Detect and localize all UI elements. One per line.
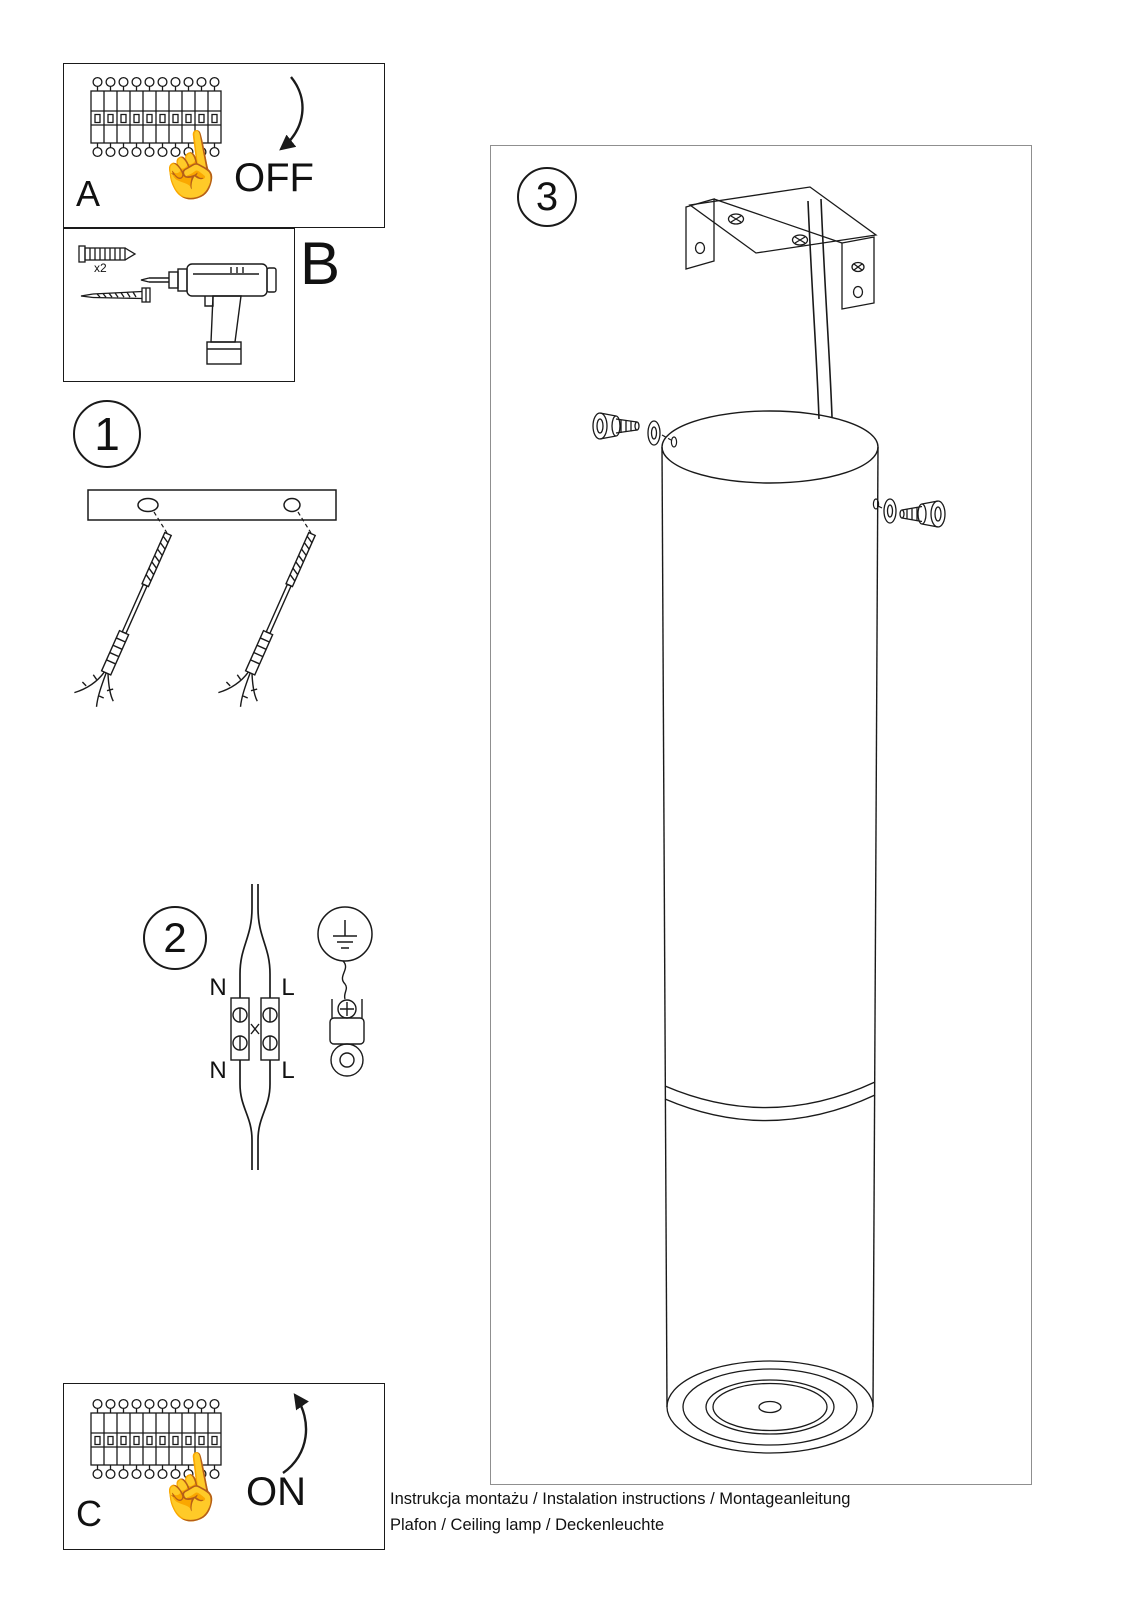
step-3-drawing <box>592 186 946 1454</box>
footer-line-1: Instrukcja montażu / Instalation instruc… <box>390 1490 851 1508</box>
step-c-drawing <box>90 1393 309 1480</box>
step-3-panel <box>490 145 1032 1485</box>
step-3-number: 3 <box>535 174 559 219</box>
mounting-screw-left-icon <box>592 412 640 440</box>
ground-clamp-illustration <box>329 960 365 1077</box>
step-2-drawing: N L N L <box>209 884 373 1170</box>
wall-anchor-icon <box>216 524 330 713</box>
screw-guide-line <box>661 434 672 441</box>
rotate-on-arrow-icon <box>282 1393 309 1474</box>
switch-off-label: OFF <box>234 156 314 200</box>
footer-line-2: Plafon / Ceiling lamp / Deckenleuchte <box>390 1516 665 1535</box>
step-1-drawing <box>72 489 337 713</box>
step-a-label: A <box>76 173 101 214</box>
anchor-quantity-label: x2 <box>94 261 107 275</box>
wall-anchor-icon <box>72 524 186 713</box>
switch-on-label: ON <box>246 1470 306 1514</box>
rotate-off-arrow-icon <box>279 76 304 151</box>
lamp-bottom-illustration <box>666 1360 874 1454</box>
drill-icon <box>140 263 277 365</box>
lamp-tube-illustration <box>661 410 879 1408</box>
step-3-badge: 3 <box>517 167 577 227</box>
pointing-hand-icon: ☝ <box>146 125 235 208</box>
step-1-number: 1 <box>94 408 120 460</box>
step-b-drawing <box>78 245 277 365</box>
terminal-label-l-top: L <box>281 974 294 1001</box>
terminal-label-n-top: N <box>209 974 226 1001</box>
terminal-block-illustration <box>230 997 280 1061</box>
step-2-badge: 2 <box>143 906 207 970</box>
footer: Instrukcja montażu / Instalation instruc… <box>390 1486 850 1539</box>
step-b-box <box>63 228 295 382</box>
step-b-label: B <box>300 230 341 297</box>
terminal-label-l-bottom: L <box>281 1057 294 1084</box>
power-cable-illustration <box>807 198 833 420</box>
terminal-label-n-bottom: N <box>209 1057 226 1084</box>
step-1-badge: 1 <box>73 400 141 468</box>
mounting-screw-right-icon <box>899 500 946 528</box>
washer-left-icon <box>647 420 661 446</box>
step-a-drawing <box>90 76 304 158</box>
anchor-guide-line <box>297 511 312 534</box>
wire-split-illustration <box>239 884 271 1170</box>
mounting-plate-illustration <box>87 489 337 521</box>
step-2-number: 2 <box>163 914 187 961</box>
wall-plug-icon <box>78 245 137 263</box>
screw-icon <box>80 287 151 303</box>
screw-hole-left <box>670 436 678 448</box>
pointing-hand-icon: ☝ <box>146 1447 235 1530</box>
screw-hole-right <box>872 498 880 510</box>
earth-symbol-icon <box>317 906 373 962</box>
ceiling-bracket-illustration <box>685 186 878 310</box>
screw-guide-line <box>876 504 883 509</box>
anchor-guide-line <box>153 511 168 534</box>
washer-right-icon <box>883 498 897 524</box>
step-c-box <box>63 1383 385 1550</box>
step-c-label: C <box>76 1493 102 1534</box>
